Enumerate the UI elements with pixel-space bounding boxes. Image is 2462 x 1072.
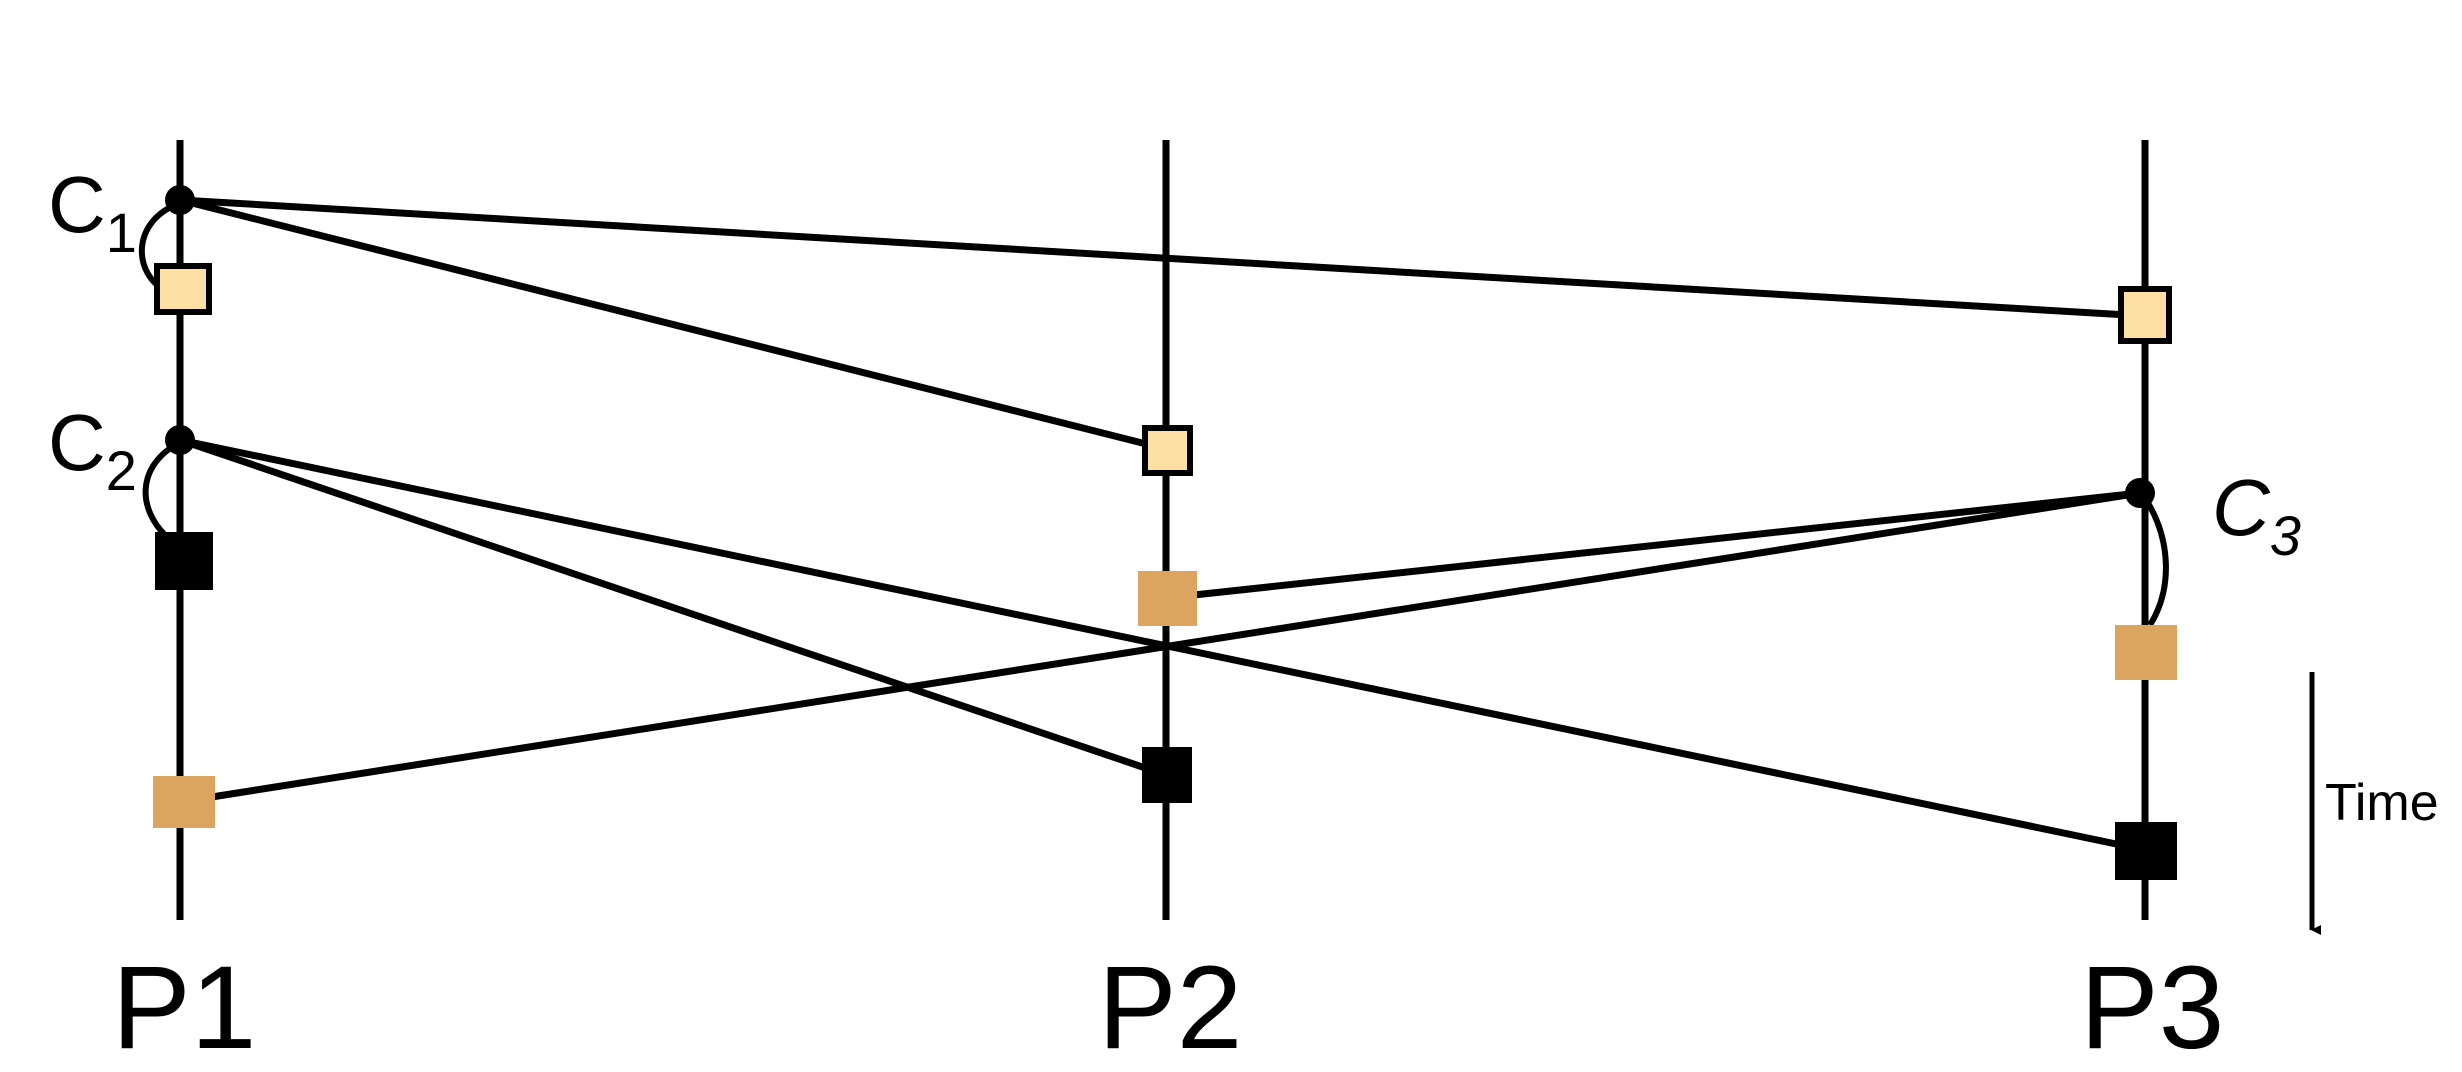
message-c1-to-p3 <box>176 196 2149 320</box>
p2-label: P2 <box>1098 942 1242 1072</box>
c1-label: C1 <box>48 160 137 264</box>
p2-black-marker <box>1142 747 1192 803</box>
p1-black-marker <box>155 532 213 590</box>
c3-dot <box>2125 478 2155 508</box>
message-c2-to-p2 <box>176 436 1170 779</box>
c2-dot <box>165 425 195 455</box>
p3-tan-marker <box>2115 625 2177 680</box>
c2-label: C2 <box>48 398 137 502</box>
p3-label: P3 <box>2080 942 2224 1072</box>
c2-arc <box>142 442 177 538</box>
c3-arc <box>2142 496 2169 627</box>
time-label: Time <box>2325 774 2439 832</box>
c1-dot <box>165 185 195 215</box>
c3-label: C3 <box>2212 463 2301 567</box>
p1-light-marker <box>154 263 212 315</box>
p1-label: P1 <box>112 942 256 1072</box>
message-c1-to-p2 <box>176 196 1170 453</box>
message-c3-to-p1 <box>176 489 2144 806</box>
message-c3-to-p2 <box>1162 489 2144 602</box>
p3-light-marker <box>2118 286 2172 344</box>
p2-tan-marker <box>1138 571 1197 626</box>
p1-tan-marker <box>153 776 215 828</box>
p3-black-marker <box>2115 822 2177 880</box>
p2-light-marker <box>1142 425 1193 476</box>
